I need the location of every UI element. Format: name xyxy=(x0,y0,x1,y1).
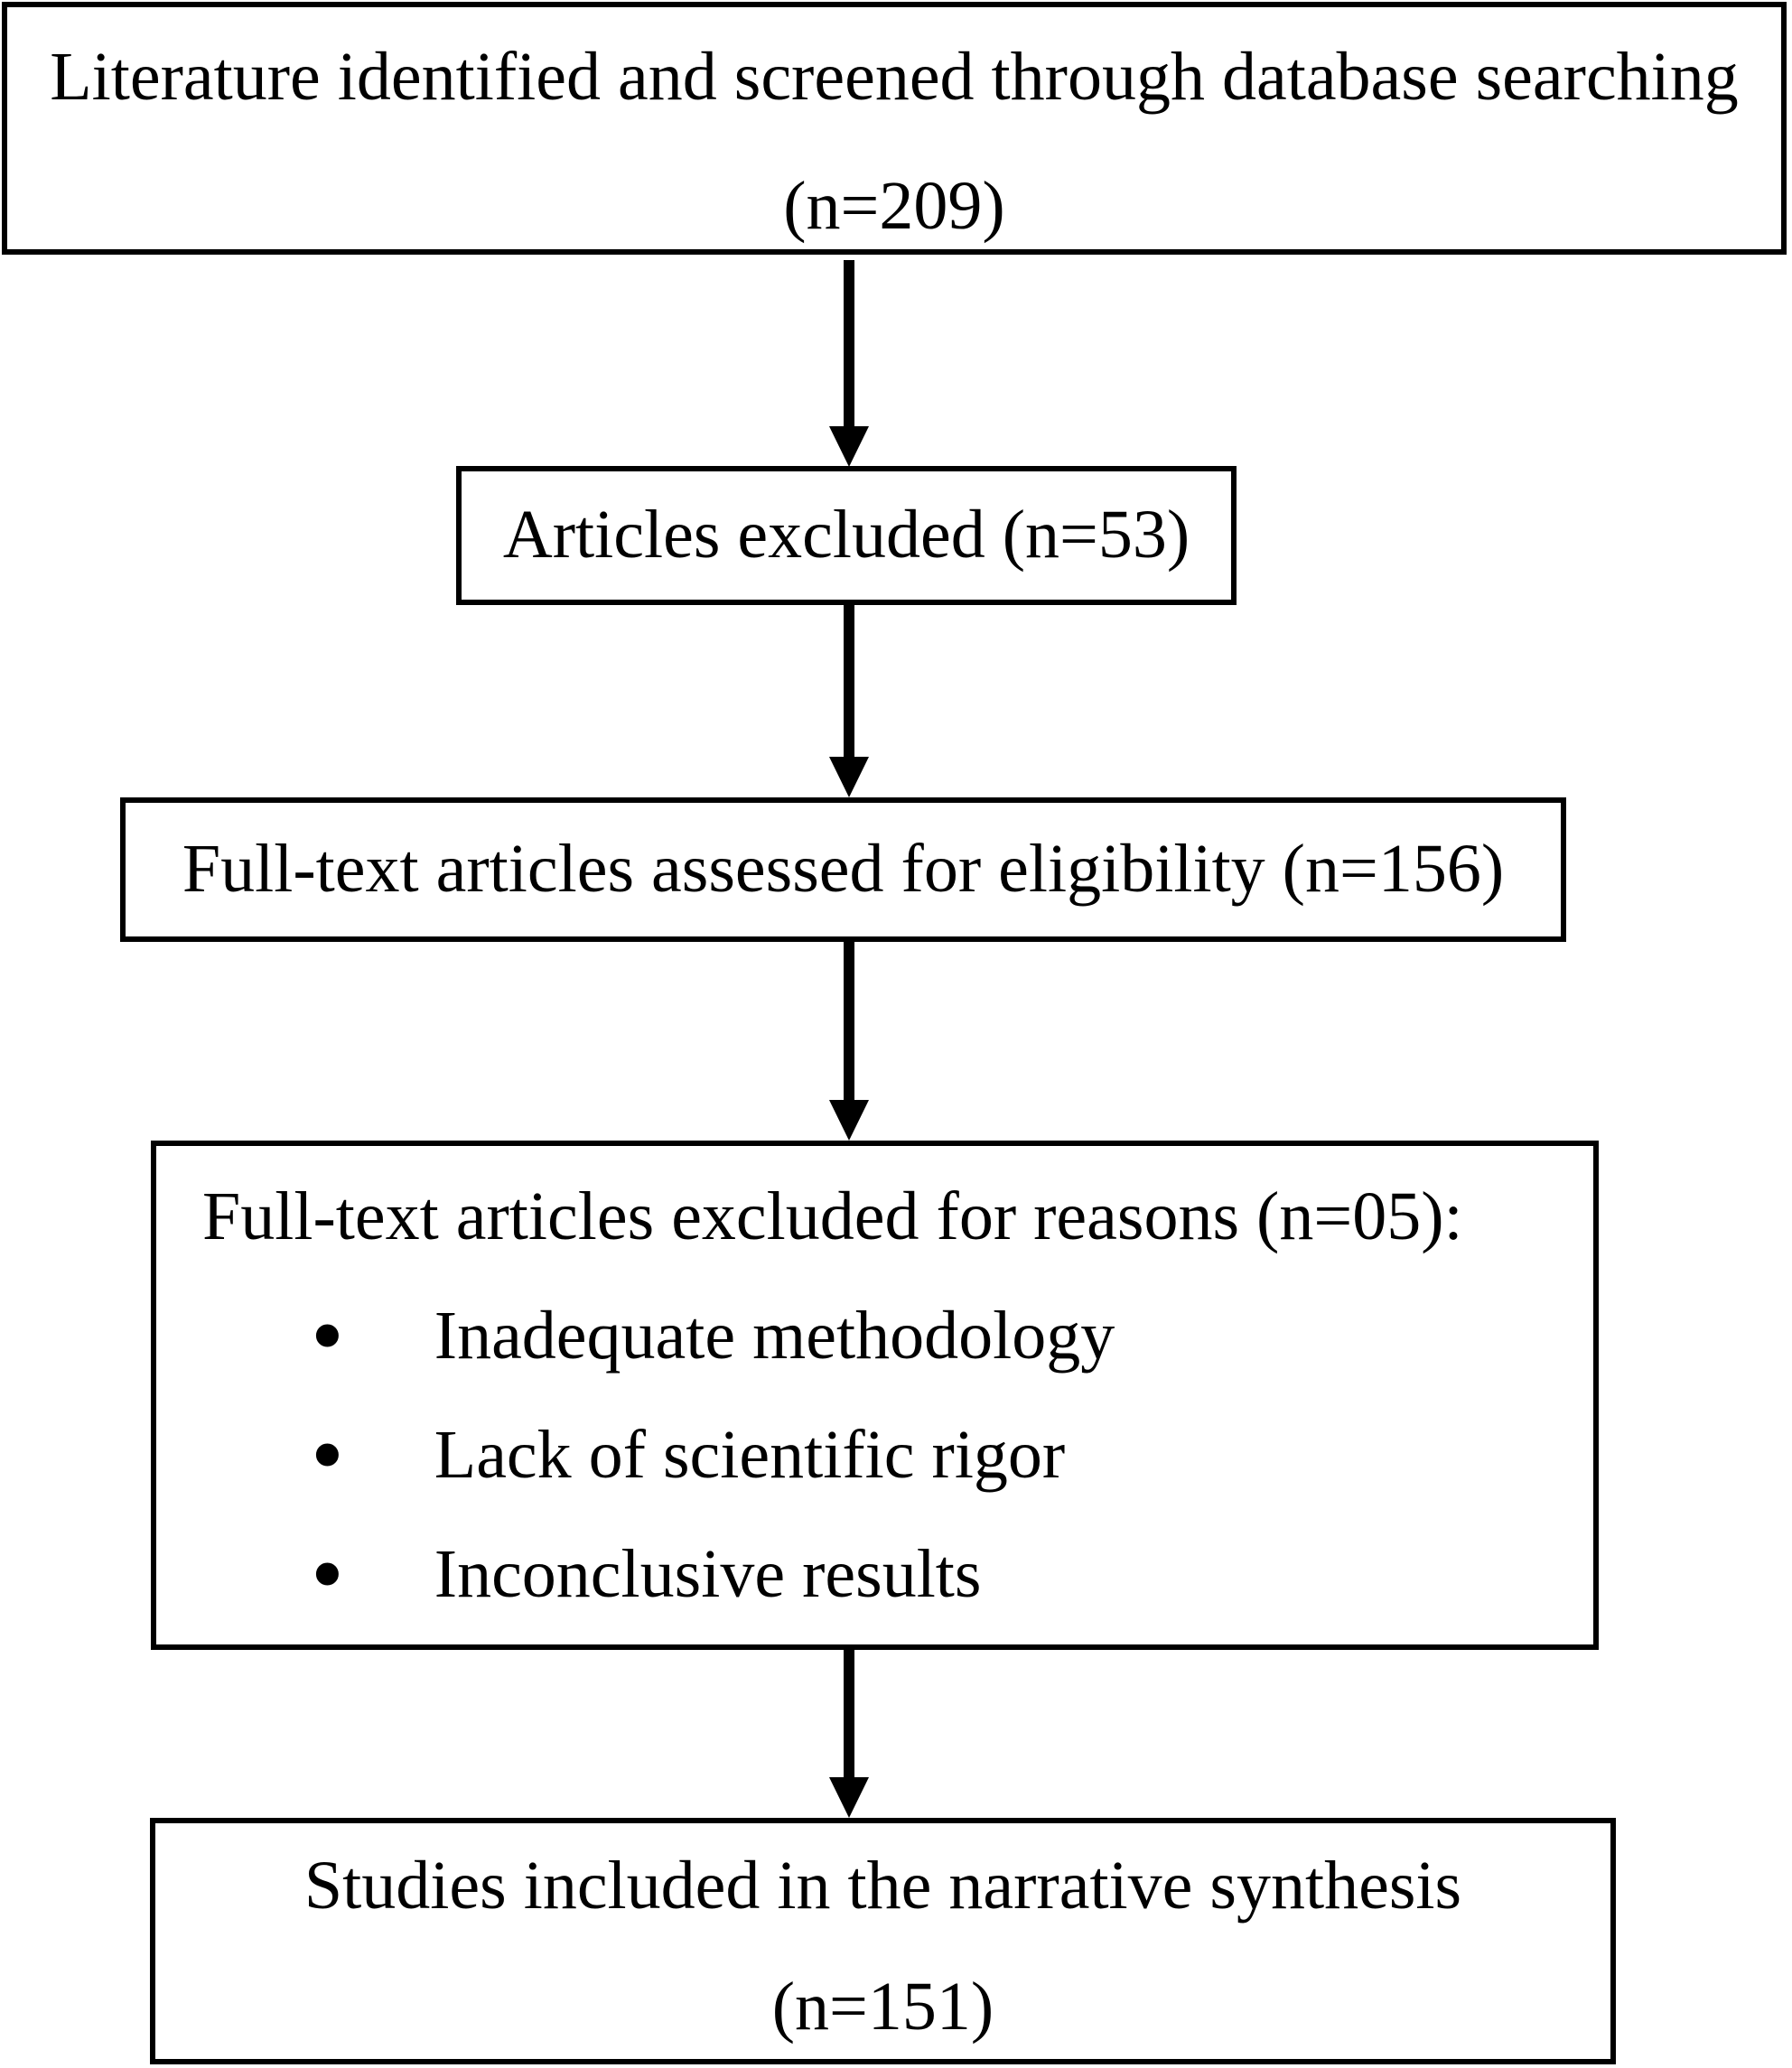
box-text: Studies included in the narrative synthe… xyxy=(303,1847,1462,1924)
bullet-icon: • xyxy=(311,1402,344,1507)
list-item-text: Inadequate methodology xyxy=(434,1298,1115,1374)
box-count: (n=209) xyxy=(783,168,1005,244)
bullet-icon: • xyxy=(311,1521,344,1626)
flow-box-literature-identified: Literature identified and screened throu… xyxy=(2,2,1787,255)
down-arrow-1 xyxy=(829,260,869,467)
down-arrow-4 xyxy=(829,1650,869,1818)
bullet-icon: • xyxy=(311,1282,344,1388)
list-item-text: Inconclusive results xyxy=(434,1536,982,1612)
down-arrow-2 xyxy=(829,605,869,797)
list-item-text: Lack of scientific rigor xyxy=(434,1417,1066,1493)
box-text: Articles excluded (n=53) xyxy=(502,497,1190,573)
down-arrow-3 xyxy=(829,942,869,1141)
list-item: • Lack of scientific rigor xyxy=(311,1395,1557,1514)
flow-box-articles-excluded: Articles excluded (n=53) xyxy=(456,466,1237,605)
list-item: • Inconclusive results xyxy=(311,1514,1557,1634)
flow-box-fulltext-assessed: Full-text articles assessed for eligibil… xyxy=(120,797,1566,942)
flow-box-studies-included: Studies included in the narrative synthe… xyxy=(150,1818,1616,2064)
box-text: Literature identified and screened throu… xyxy=(50,39,1739,115)
box-count: (n=151) xyxy=(771,1968,994,2045)
flow-box-excluded-reasons: Full-text articles excluded for reasons … xyxy=(151,1141,1599,1650)
list-item: • Inadequate methodology xyxy=(311,1276,1557,1395)
box-text: Full-text articles assessed for eligibil… xyxy=(182,831,1505,908)
box-heading: Full-text articles excluded for reasons … xyxy=(202,1178,1463,1254)
exclusion-reasons-list: • Inadequate methodology • Lack of scien… xyxy=(202,1276,1557,1634)
